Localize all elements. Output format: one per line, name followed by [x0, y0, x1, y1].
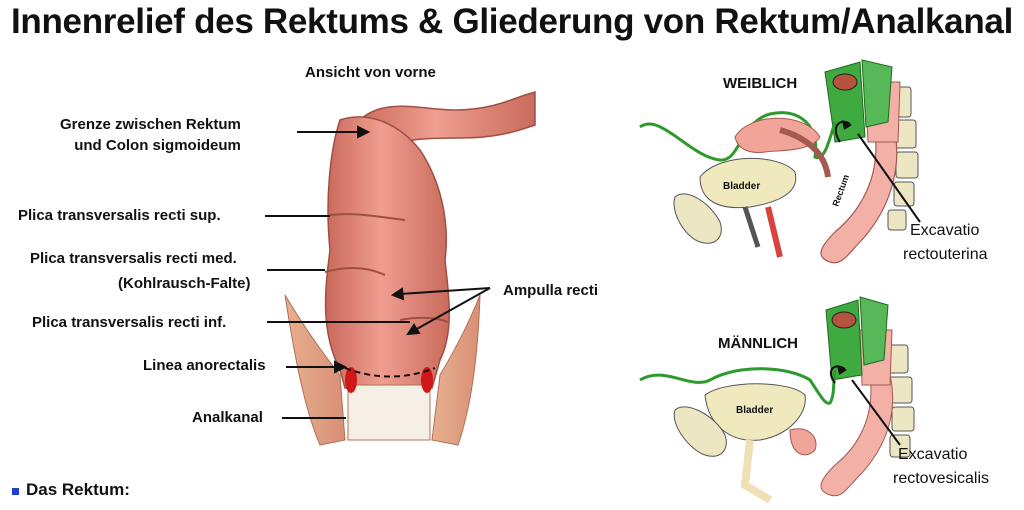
bullet-text: Das Rektum: [26, 480, 130, 499]
label-linea-anorectalis: Linea anorectalis [143, 357, 266, 374]
label-ampulla-recti: Ampulla recti [503, 282, 599, 299]
rectum-body [324, 116, 451, 389]
plica-med-fold [324, 267, 386, 276]
linea-anorectalis-line [344, 367, 436, 378]
male-excavatio-label-2: rectovesicalis [893, 470, 990, 487]
female-heading: WEIBLICH [723, 75, 798, 92]
levator-right [431, 294, 481, 446]
male-sagittal-illustration: Bladder [639, 296, 915, 504]
label-plica-inf: Plica transversalis recti inf. [32, 314, 227, 331]
male-excavatio-label-1: Excavatio [898, 446, 968, 463]
anal-vessel-left [345, 367, 357, 393]
female-excavatio-label-2: rectouterina [903, 246, 988, 263]
plica-sup-fold [329, 213, 406, 221]
page-title: Innenrelief des Rektums & Gliederung von… [10, 2, 1014, 41]
anal-canal [347, 384, 431, 441]
female-sagittal-illustration: Bladder Rectum [639, 59, 921, 264]
label-plica-sup: Plica transversalis recti sup. [18, 207, 221, 224]
bullet-marker [12, 488, 19, 495]
view-label: Ansicht von vorne [305, 64, 436, 81]
male-bladder-label: Bladder [736, 405, 773, 416]
label-border-rectum-sigmoid: Grenze zwischen Rektum und Colon sigmoid… [60, 116, 241, 154]
levator-left [284, 294, 346, 446]
label-plica-med: Plica transversalis recti med. [30, 250, 237, 267]
female-bladder-label: Bladder [723, 181, 760, 192]
anal-vessel-right [421, 367, 433, 393]
female-excavatio-label-1: Excavatio [910, 222, 980, 239]
plica-inf-fold [399, 316, 449, 323]
label-kohlrausch: (Kohlrausch-Falte) [118, 275, 251, 292]
label-analkanal: Analkanal [192, 409, 263, 426]
female-rectum-label: Rectum [830, 173, 851, 207]
male-heading: MÄNNLICH [718, 335, 798, 352]
